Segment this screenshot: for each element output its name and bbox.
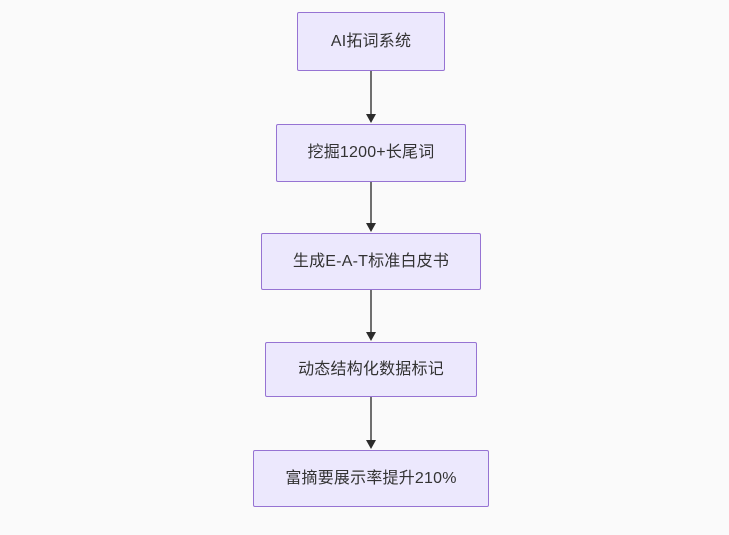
- flow-node-5-label: 富摘要展示率提升210%: [285, 469, 457, 487]
- flow-edge-1-arrowhead: [365, 114, 376, 123]
- flow-edge-4-arrowhead: [365, 440, 376, 449]
- flow-node-3-label: 生成E-A-T标准白皮书: [292, 252, 450, 270]
- flow-edge-3: [370, 290, 372, 333]
- flow-edge-3-arrowhead: [365, 332, 376, 341]
- flow-node-5[interactable]: 富摘要展示率提升210%: [253, 450, 489, 507]
- flow-edge-1: [370, 71, 372, 115]
- flow-node-4[interactable]: 动态结构化数据标记: [265, 342, 477, 397]
- flow-edge-2: [370, 182, 372, 224]
- flow-node-2[interactable]: 挖掘1200+长尾词: [276, 124, 466, 182]
- flow-node-2-label: 挖掘1200+长尾词: [307, 144, 435, 162]
- flow-node-1-label: AI拓词系统: [330, 32, 412, 50]
- flow-node-1[interactable]: AI拓词系统: [297, 12, 445, 71]
- flow-edge-4: [370, 397, 372, 441]
- flow-edge-2-arrowhead: [365, 223, 376, 232]
- flow-node-4-label: 动态结构化数据标记: [298, 360, 444, 378]
- flow-node-3[interactable]: 生成E-A-T标准白皮书: [261, 233, 481, 290]
